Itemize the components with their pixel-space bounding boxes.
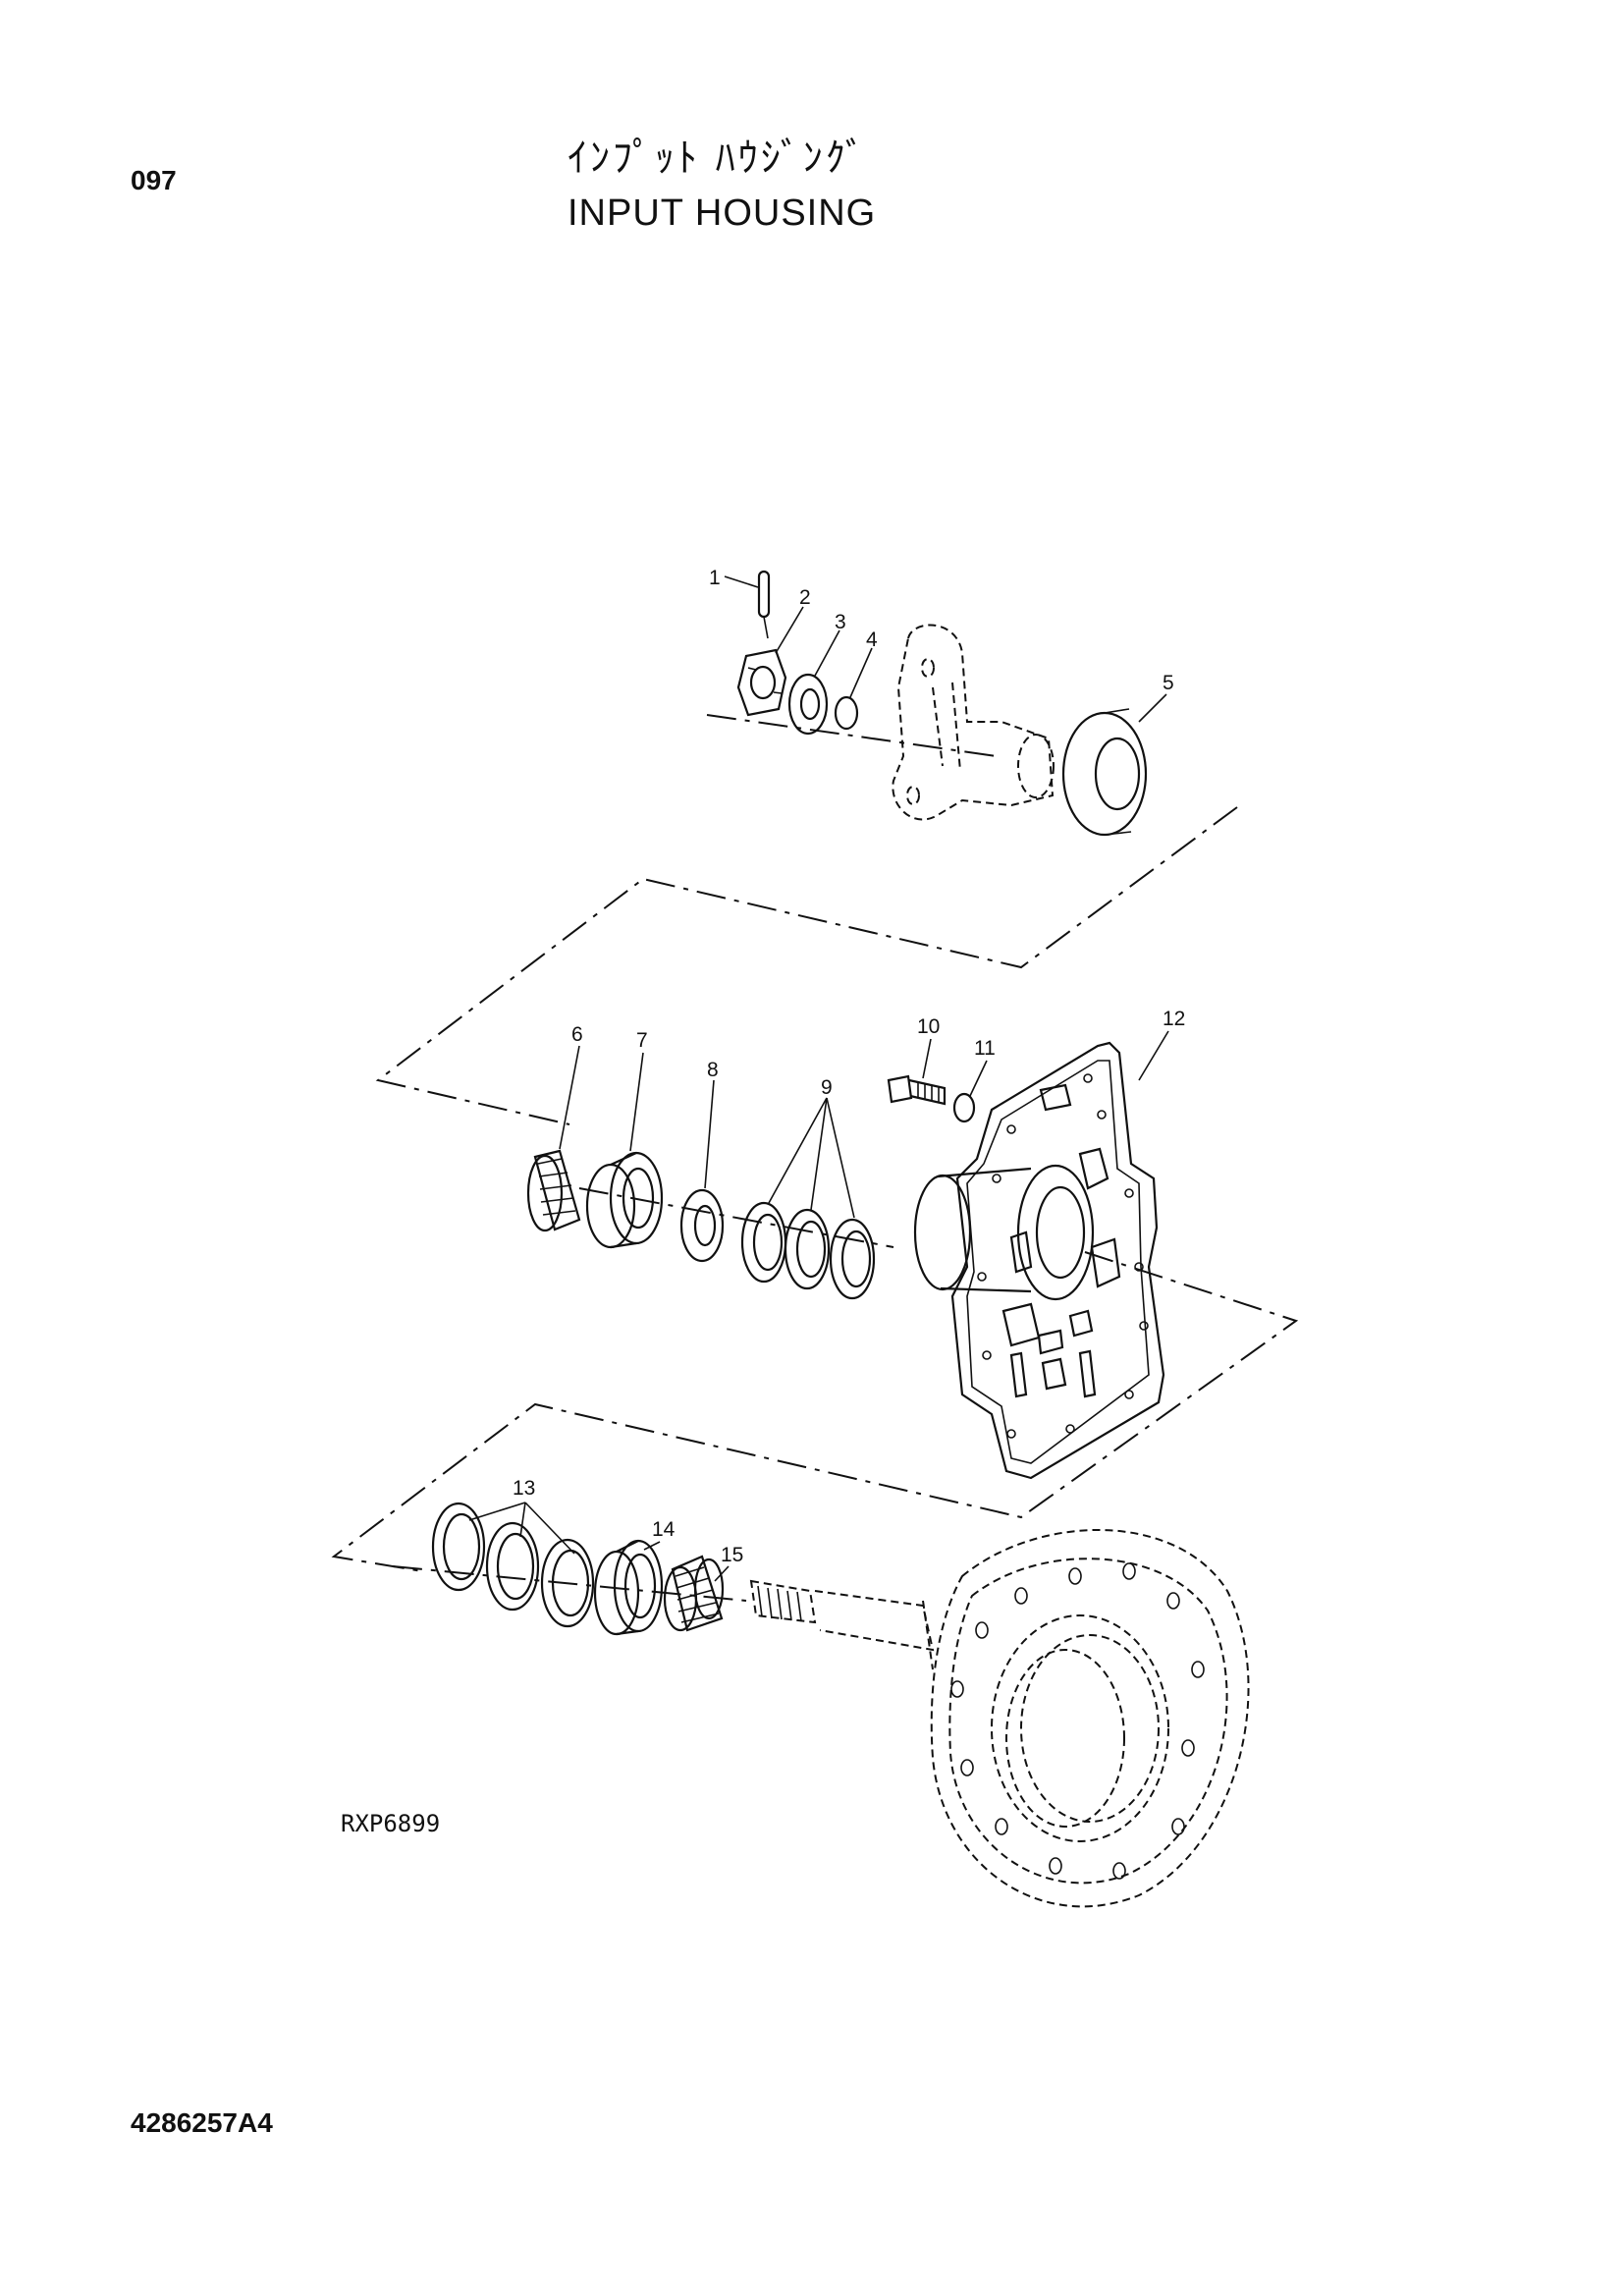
callout-9: 9: [821, 1076, 833, 1099]
taper-bearing-cone-part: [526, 1149, 581, 1232]
lock-washer-part: [952, 1092, 976, 1123]
bolt-part: [887, 1074, 947, 1106]
housing-plate-part: [913, 1041, 1165, 1480]
callout-5: 5: [1163, 672, 1174, 694]
callout-8: 8: [707, 1059, 719, 1081]
washer-part: [787, 673, 829, 736]
shim-set-part: [740, 1201, 876, 1300]
o-ring-part: [834, 695, 859, 731]
title-english: INPUT HOUSING: [568, 192, 877, 234]
exploded-guide-1: [375, 806, 1238, 1125]
pinion-bearing-cup-part: [593, 1539, 664, 1636]
castle-nut-part: [736, 648, 787, 717]
pinion-shim-set-part: [431, 1502, 595, 1628]
callout-3: 3: [835, 611, 846, 633]
leader-lines-group-1: [724, 575, 1167, 723]
page-number: 097: [131, 165, 177, 195]
callout-13: 13: [513, 1477, 535, 1500]
callout-1: 1: [709, 567, 721, 589]
reference-code: RXP6899: [341, 1810, 440, 1837]
pinion-ring-gear-reference: [749, 1528, 1250, 1908]
callout-6: 6: [571, 1023, 583, 1046]
callout-labels: 1 2 3 4 5 6 7 8 9 10 11 12 13 14 15: [513, 567, 1185, 1566]
callout-11: 11: [974, 1037, 996, 1060]
callout-15: 15: [721, 1544, 743, 1566]
cotter-pin-part: [757, 570, 771, 639]
leader-lines-group-3: [468, 1502, 730, 1582]
oil-seal-part: [1061, 708, 1148, 837]
leader-lines-group-2: [559, 1030, 1169, 1219]
input-flange-reference: [892, 624, 1055, 821]
exploded-guide-2: [331, 1251, 1299, 1572]
callout-14: 14: [652, 1518, 676, 1541]
axis-line-3: [392, 1565, 747, 1602]
callout-2: 2: [799, 586, 811, 609]
axis-line-1: [706, 714, 998, 757]
spacer-part: [679, 1188, 725, 1263]
bearing-cup-part: [585, 1151, 664, 1249]
callout-10: 10: [917, 1015, 940, 1038]
document-number: 4286257A4: [131, 2107, 273, 2138]
pinion-bearing-cone-part: [663, 1555, 725, 1632]
callout-12: 12: [1163, 1008, 1185, 1030]
callout-7: 7: [636, 1029, 648, 1052]
axis-line-2: [578, 1187, 894, 1248]
callout-4: 4: [866, 629, 878, 651]
title-japanese: ｲﾝﾌﾟｯﾄ ﾊｳｼﾞﾝｸﾞ: [568, 136, 868, 181]
